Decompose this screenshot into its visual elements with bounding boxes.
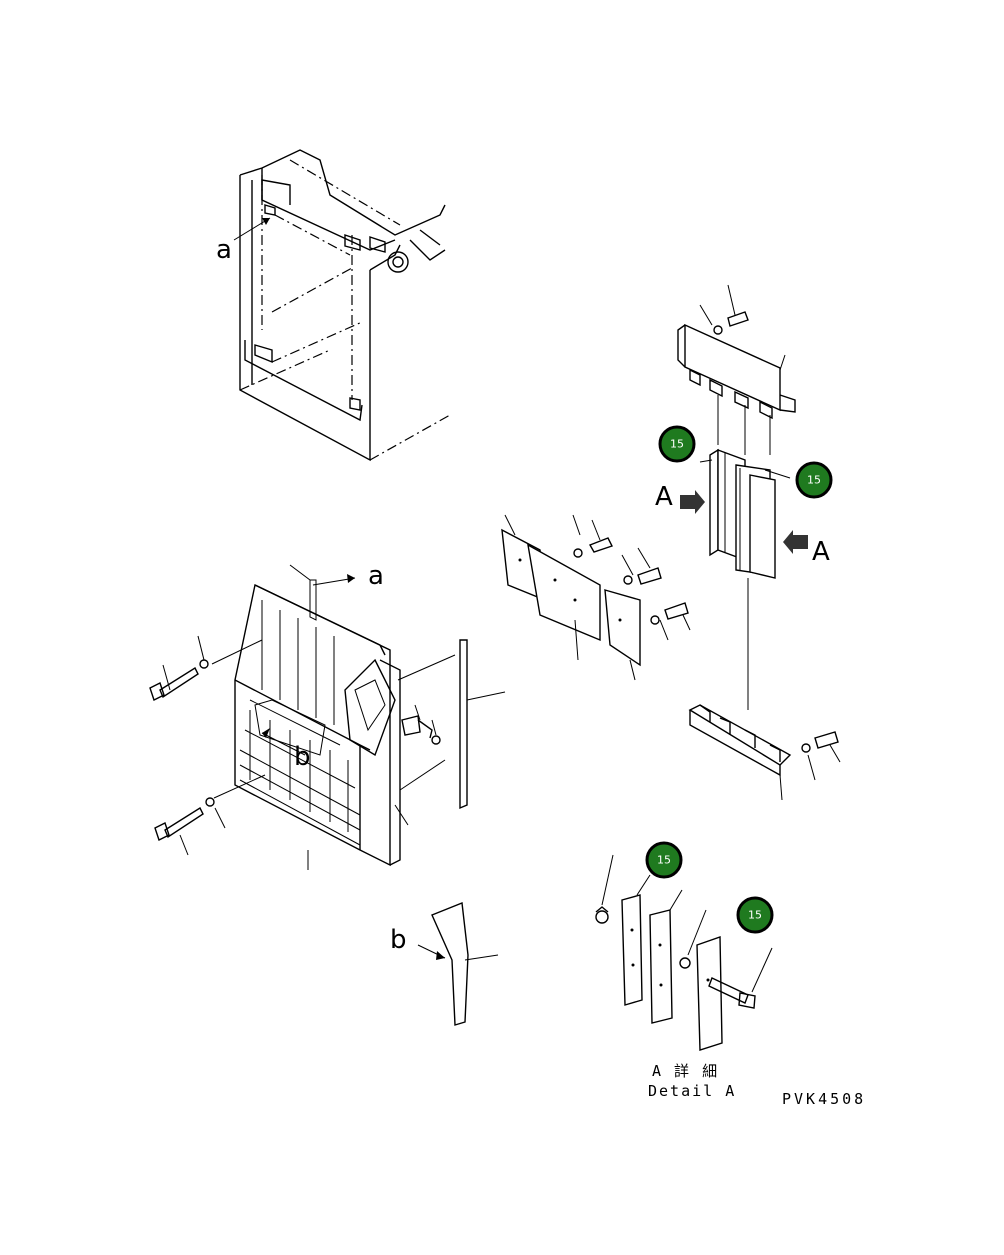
b-detail-bracket — [417, 902, 499, 1026]
view-letter-b-detail: b — [390, 925, 407, 955]
drawing-code: PVK4508 — [782, 1090, 866, 1108]
part-badge-15-upper-right[interactable]: 15 — [795, 461, 833, 499]
part-badge-15-detail-left[interactable]: 15 — [645, 841, 683, 879]
view-letter-A-left: A — [655, 482, 673, 512]
radiator-frame — [233, 149, 451, 462]
lower-bracket-assembly — [688, 704, 841, 801]
badge-label: 15 — [748, 909, 762, 922]
upper-bracket-assembly — [677, 284, 808, 710]
view-letter-a-top: a — [216, 235, 232, 265]
detail-a-parts — [595, 854, 773, 1051]
side-plates — [501, 514, 691, 681]
view-letter-A-right: A — [812, 537, 830, 567]
part-badge-15-detail-right[interactable]: 15 — [736, 896, 774, 934]
badge-label: 15 — [807, 474, 821, 487]
badge-label: 15 — [657, 854, 671, 867]
badge-label: 15 — [670, 438, 684, 451]
detail-caption-english: Detail A — [648, 1082, 736, 1100]
view-letter-b-grille: b — [294, 742, 311, 772]
detail-caption-japanese: A 詳 細 — [652, 1062, 719, 1080]
view-letter-a-arrow: a — [368, 561, 384, 591]
front-grille — [149, 564, 506, 870]
part-badge-15-upper-left[interactable]: 15 — [658, 425, 696, 463]
